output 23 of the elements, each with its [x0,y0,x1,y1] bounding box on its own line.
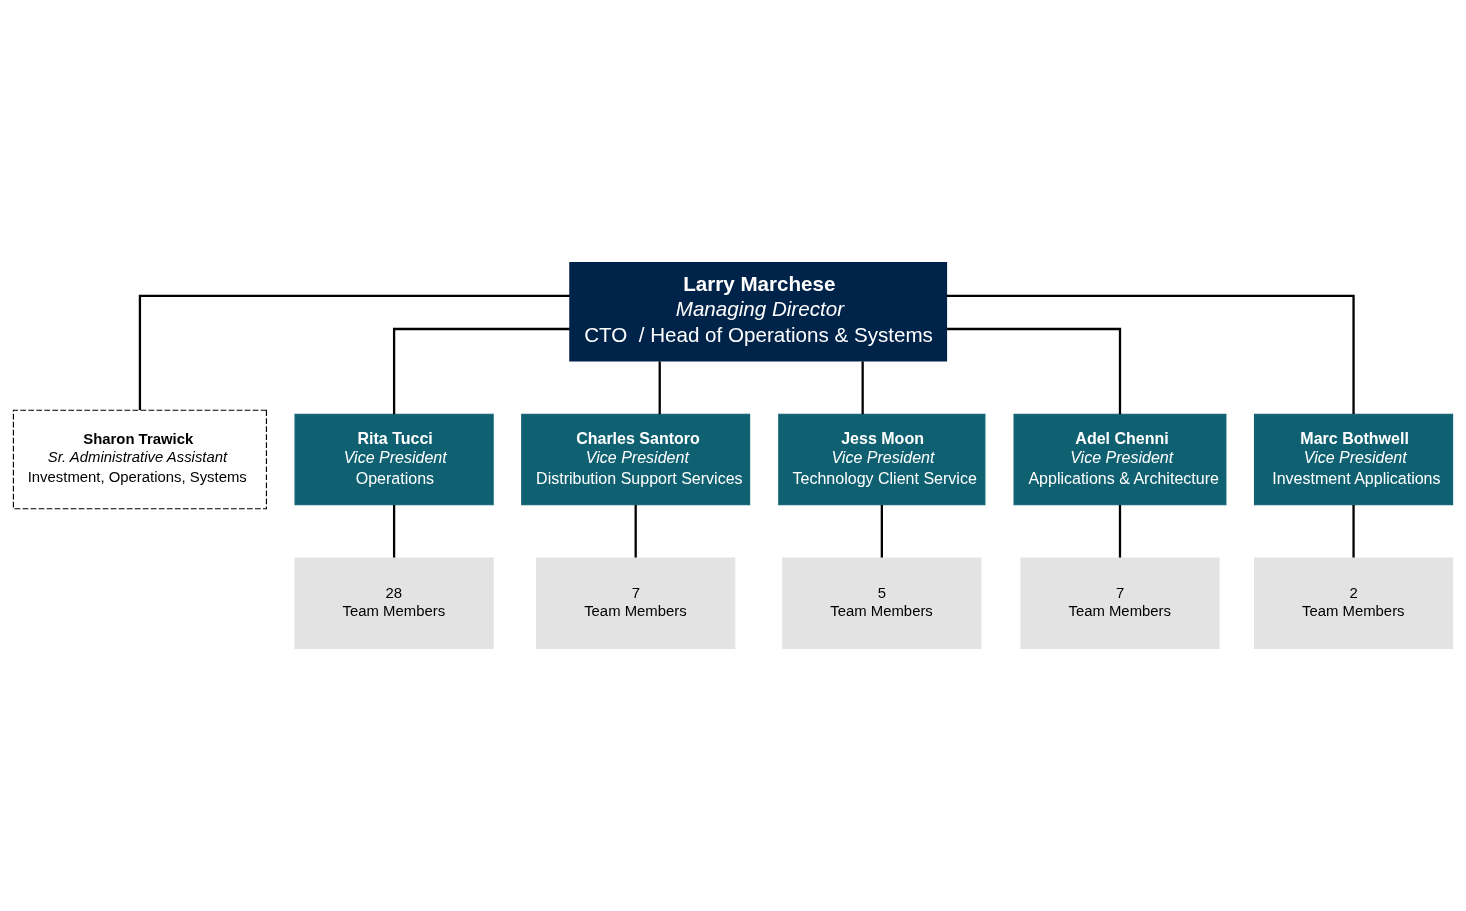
connector [634,504,637,558]
connector [1118,504,1122,558]
node-box: Marc Bothwell Vice President Investment Applications [1253,413,1454,506]
connector [880,504,883,558]
connector [658,361,661,415]
node-box: Rita Tucci Vice President Operations [294,413,494,506]
node-box: Charles Santoro Vice President Distribution Support Services [521,413,751,506]
connector [861,361,864,415]
connector [392,327,570,415]
connector [1352,504,1355,558]
connector [138,294,570,410]
connector [947,327,1122,415]
node-box: 28 Team Members [294,557,494,649]
node-box: 7 Team Members [536,557,736,649]
node-box: Larry Marchese Managing Director CTO / Head of Operations & Systems [569,262,948,362]
connector [392,504,396,558]
node-box: Adel Chenni Vice President Applications & Architecture [1013,413,1227,506]
node-box: 5 Team Members [782,557,982,649]
connector [946,294,1355,414]
node-box: Sharon Trawick Sr. Administrative Assistant Investment, Operations, Systems [12,409,267,510]
node-box: Jess Moon Vice President Technology Client Service [778,413,986,506]
node-box: 2 Team Members [1253,557,1454,649]
node-box: 7 Team Members [1020,557,1220,649]
